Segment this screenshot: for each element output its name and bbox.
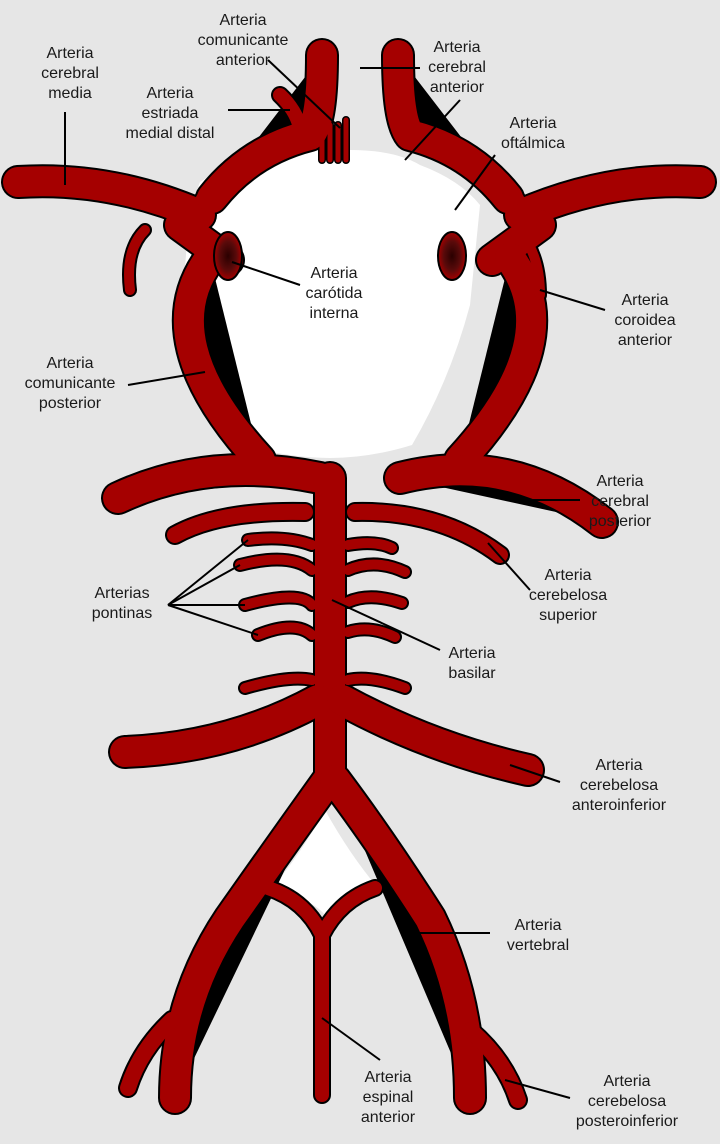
label-line: Arteria	[364, 1069, 411, 1086]
label-line: media	[48, 85, 92, 102]
label-line: medial distal	[126, 125, 215, 142]
label-line: anteroinferior	[572, 797, 667, 814]
label-line: Arteria	[46, 355, 93, 372]
label-line: anterior	[430, 79, 485, 96]
label-line: posteroinferior	[576, 1113, 679, 1130]
label-line: pontinas	[92, 605, 153, 622]
label-cerebral-anterior: Arteria cerebral anterior	[428, 39, 486, 96]
label-line: comunicante	[198, 32, 289, 49]
label-oftalmica: Arteria oftálmica	[501, 115, 565, 152]
label-line: Arteria	[509, 115, 556, 132]
label-basilar: Arteria basilar	[448, 645, 496, 682]
label-vertebral: Arteria vertebral	[507, 917, 569, 954]
label-espinal-anterior: Arteria espinal anterior	[361, 1069, 416, 1126]
label-line: Arteria	[603, 1073, 650, 1090]
label-line: estriada	[142, 105, 199, 122]
label-cerebral-posterior: Arteria cerebral posterior	[589, 473, 652, 530]
label-estriada-medial-distal: Arteria estriada medial distal	[126, 85, 215, 142]
label-line: Arteria	[596, 473, 643, 490]
label-line: Arteria	[46, 45, 93, 62]
label-line: Arteria	[219, 12, 266, 29]
label-line: interna	[310, 305, 359, 322]
label-line: anterior	[216, 52, 271, 69]
label-line: Arteria	[433, 39, 480, 56]
label-line: cerebelosa	[529, 587, 607, 604]
label-line: carótida	[306, 285, 363, 302]
label-line: cerebral	[591, 493, 649, 510]
label-line: posterior	[39, 395, 102, 412]
anterior-enclosed-region	[182, 146, 480, 458]
label-comunicante-posterior: Arteria comunicante posterior	[25, 355, 116, 412]
label-line: posterior	[589, 513, 652, 530]
label-line: oftálmica	[501, 135, 565, 152]
label-comunicante-anterior: Arteria comunicante anterior	[198, 12, 289, 69]
label-carotida-interna: Arteria carótida interna	[306, 265, 363, 322]
label-line: anterior	[361, 1109, 416, 1126]
label-line: espinal	[363, 1089, 414, 1106]
label-line: cerebral	[41, 65, 99, 82]
label-line: Arteria	[621, 292, 668, 309]
label-cerebelosa-posteroinferior: Arteria cerebelosa posteroinferior	[576, 1073, 679, 1130]
leader-lines	[64, 59, 606, 1099]
label-cerebelosa-anteroinferior: Arteria cerebelosa anteroinferior	[572, 757, 667, 814]
label-coroidea-anterior: Arteria coroidea anterior	[614, 292, 675, 349]
label-line: Arterias	[94, 585, 149, 602]
label-line: Arteria	[448, 645, 495, 662]
label-line: Arteria	[514, 917, 561, 934]
label-line: cerebelosa	[580, 777, 658, 794]
label-line: vertebral	[507, 937, 569, 954]
label-line: coroidea	[614, 312, 675, 329]
label-cerebral-media: Arteria cerebral media	[41, 45, 99, 102]
right-carotid-lumen	[437, 231, 467, 281]
label-line: Arteria	[146, 85, 193, 102]
label-line: Arteria	[595, 757, 642, 774]
label-line: basilar	[448, 665, 496, 682]
label-line: anterior	[618, 332, 673, 349]
label-line: Arteria	[310, 265, 357, 282]
label-line: comunicante	[25, 375, 116, 392]
left-carotid-lumen	[213, 231, 243, 281]
label-line: cerebral	[428, 59, 486, 76]
label-cerebelosa-superior: Arteria cerebelosa superior	[529, 567, 607, 624]
label-line: cerebelosa	[588, 1093, 666, 1110]
thin-branches-fill	[120, 88, 545, 1108]
label-line: superior	[539, 607, 597, 624]
label-line: Arteria	[544, 567, 591, 584]
label-arterias-pontinas: Arterias pontinas	[92, 585, 153, 622]
